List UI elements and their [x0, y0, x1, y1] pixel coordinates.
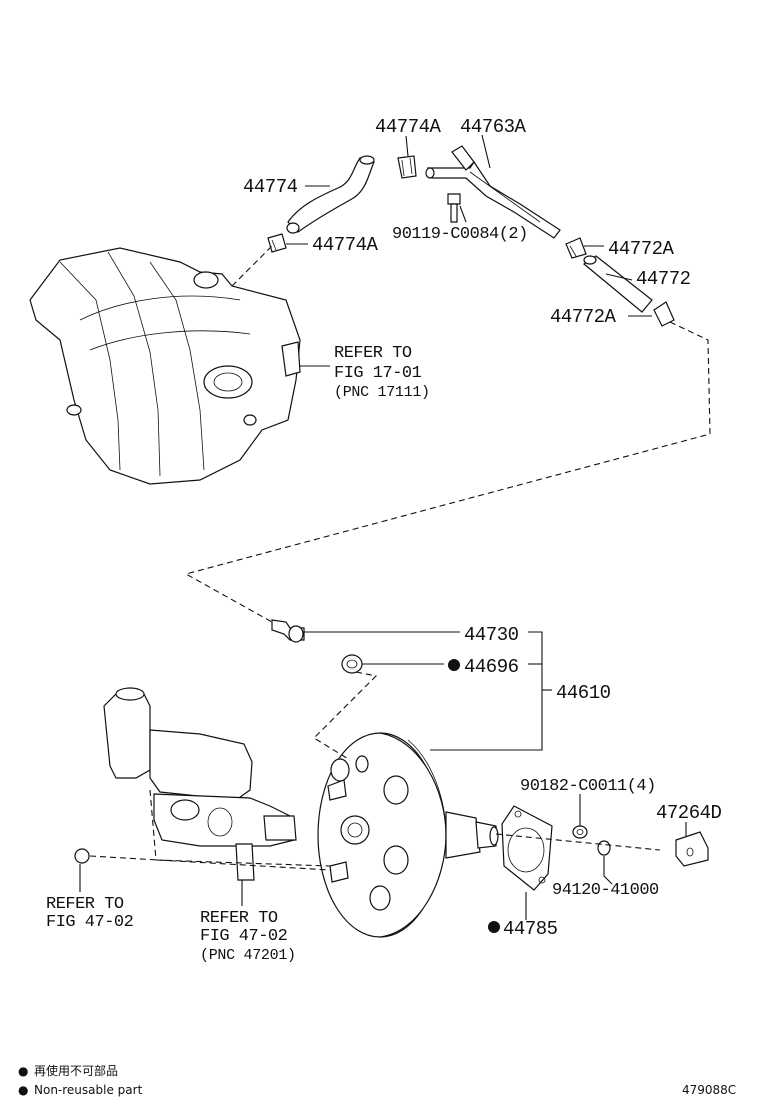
- label-44774: 44774: [243, 176, 298, 198]
- legend: ● 再使用不可部品 ● Non-reusable part: [18, 1063, 143, 1097]
- clamp-44774A-low: [267, 233, 287, 253]
- legend-japanese: 再使用不可部品: [34, 1063, 118, 1078]
- label-90182: 90182-C0011(4): [520, 777, 656, 796]
- label-44785: 44785: [503, 918, 558, 940]
- nut-90182: [572, 825, 588, 839]
- label-44763A: 44763A: [460, 116, 527, 138]
- bracket-47264D: [675, 831, 709, 867]
- label-44774A-low: 44774A: [312, 234, 379, 256]
- grommet-44696: [341, 654, 363, 674]
- clamp-44772A-top: [565, 237, 587, 259]
- hose-44774: [286, 155, 375, 234]
- bolt-90119: [447, 193, 461, 223]
- leader-lines: [79, 134, 711, 920]
- label-47264D: 47264D: [656, 802, 722, 824]
- label-90119: 90119-C0084(2): [392, 225, 528, 244]
- label-94120: 94120-41000: [552, 881, 659, 900]
- ref-left-line2: FIG 47-02: [46, 913, 133, 932]
- pipe-44763A: [425, 145, 561, 239]
- legend-marker-en: ●: [18, 1083, 28, 1097]
- label-44772: 44772: [636, 268, 691, 290]
- check-valve-44730: [271, 619, 305, 643]
- brake-booster-44610: [317, 732, 499, 938]
- ref-intake-line3: (PNC 17111): [334, 384, 430, 401]
- ref-intake-line2: FIG 17-01: [334, 364, 422, 383]
- washer-94120: [597, 840, 611, 856]
- legend-marker-ja: ●: [18, 1064, 28, 1078]
- clamp-44772A-low: [653, 301, 675, 327]
- label-44772A-top: 44772A: [608, 238, 675, 260]
- label-44696: 44696: [464, 656, 519, 678]
- hose-44772: [582, 255, 653, 313]
- figure-id: 479088C: [682, 1083, 736, 1097]
- legend-english: Non-reusable part: [34, 1083, 143, 1097]
- ref-master-line1: REFER TO: [200, 909, 278, 928]
- label-44772A-low: 44772A: [550, 306, 617, 328]
- label-44730: 44730: [464, 624, 519, 646]
- clamp-44774A-top: [397, 155, 417, 179]
- part-labels: 44774A 44763A 44774 90119-C0084(2) 44774…: [46, 116, 722, 964]
- intake-manifold: [29, 247, 301, 485]
- ref-left-line1: REFER TO: [46, 895, 124, 914]
- label-44610: 44610: [556, 682, 611, 704]
- non-reusable-marker-44696: [448, 659, 460, 671]
- non-reusable-marker-44785: [488, 921, 500, 933]
- ref-master-line2: FIG 47-02: [200, 927, 287, 946]
- ref-intake-line1: REFER TO: [334, 344, 412, 363]
- label-44774A-top: 44774A: [375, 116, 442, 138]
- ref-master-line3: (PNC 47201): [200, 947, 296, 964]
- master-cylinder: [74, 687, 297, 881]
- gasket-44785: [501, 805, 553, 891]
